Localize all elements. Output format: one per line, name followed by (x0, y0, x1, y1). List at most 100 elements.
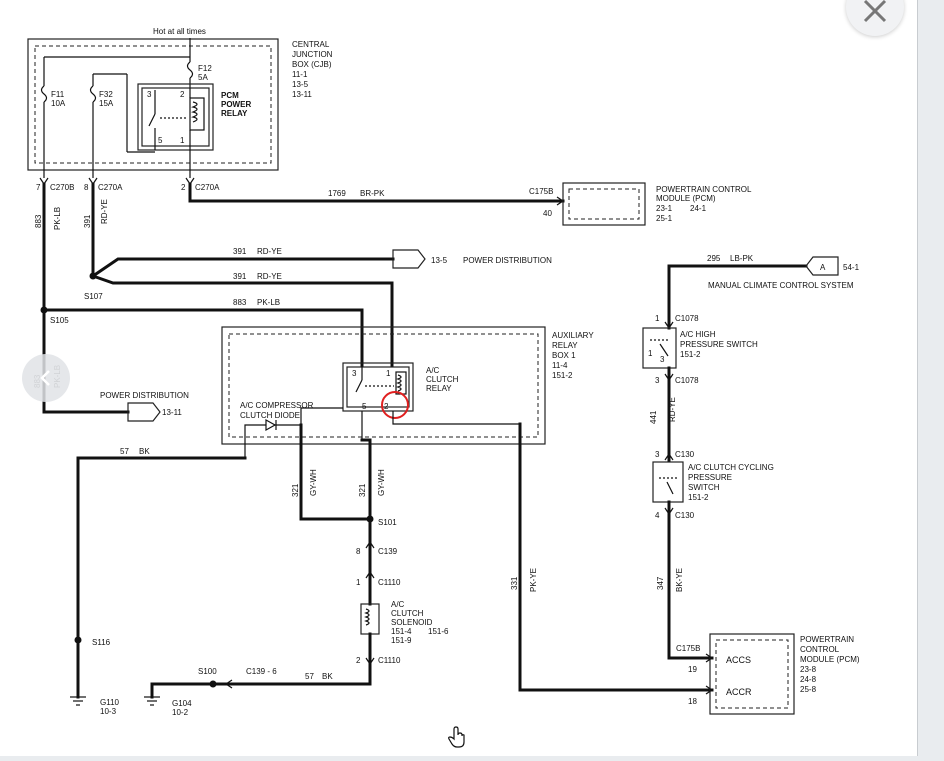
svg-text:RD-YE: RD-YE (257, 247, 282, 256)
svg-text:295: 295 (707, 254, 721, 263)
cjb-inner-box (34, 45, 272, 164)
pcm-module-top: POWERTRAIN CONTROL MODULE (PCM) 23-1 24-… (562, 182, 752, 226)
svg-text:3: 3 (655, 376, 660, 385)
svg-text:A/C: A/C (391, 600, 405, 609)
svg-text:RELAY: RELAY (426, 384, 452, 393)
svg-text:F12: F12 (198, 64, 212, 73)
svg-text:5: 5 (158, 136, 163, 145)
svg-text:3: 3 (352, 369, 357, 378)
svg-text:10-2: 10-2 (172, 708, 189, 717)
climate-connector (805, 256, 839, 276)
svg-text:GY-WH: GY-WH (309, 469, 318, 496)
svg-text:321: 321 (291, 483, 300, 497)
svg-text:CLUTCH: CLUTCH (391, 609, 424, 618)
svg-text:331: 331 (510, 576, 519, 590)
splice-s105 (40, 306, 48, 314)
svg-text:RD-YE: RD-YE (257, 272, 282, 281)
svg-text:CENTRAL: CENTRAL (292, 40, 330, 49)
splice-s107 (89, 272, 97, 280)
svg-text:JUNCTION: JUNCTION (292, 50, 333, 59)
svg-text:BOX 1: BOX 1 (552, 351, 576, 360)
svg-text:F32: F32 (99, 90, 113, 99)
svg-text:PK-LB: PK-LB (257, 298, 280, 307)
svg-text:S100: S100 (198, 667, 217, 676)
svg-text:8: 8 (84, 183, 89, 192)
svg-text:PRESSURE SWITCH: PRESSURE SWITCH (680, 340, 758, 349)
svg-text:23-1: 23-1 (656, 204, 673, 213)
wire-57-bk-ground (150, 682, 372, 699)
svg-text:57: 57 (305, 672, 314, 681)
svg-text:C139: C139 (378, 547, 398, 556)
svg-text:A/C: A/C (426, 366, 440, 375)
wire-57-bk (76, 456, 247, 642)
previous-image-button[interactable] (22, 354, 70, 402)
central-junction-box: Hot at all times CENTRAL JUNCTION BOX (C… (27, 27, 333, 178)
svg-text:2: 2 (356, 656, 361, 665)
highlight-circle (381, 391, 409, 419)
svg-text:5: 5 (362, 402, 367, 411)
ac-clutch-solenoid (360, 603, 380, 635)
svg-text:C1110: C1110 (378, 578, 401, 587)
wire-347 (667, 500, 714, 660)
svg-text:POWER DISTRIBUTION: POWER DISTRIBUTION (100, 391, 189, 400)
splice-s100 (209, 680, 217, 688)
wiring-diagram-sheet: Hot at all times CENTRAL JUNCTION BOX (C… (0, 0, 918, 756)
svg-text:C270B: C270B (50, 183, 74, 192)
close-icon (863, 0, 887, 23)
svg-text:4: 4 (655, 511, 660, 520)
svg-text:RD-YE: RD-YE (100, 199, 109, 224)
svg-text:AUXILIARY: AUXILIARY (552, 331, 594, 340)
svg-text:883: 883 (233, 298, 247, 307)
svg-text:25-1: 25-1 (656, 214, 673, 223)
wire-321-b (360, 438, 372, 521)
svg-text:391: 391 (83, 214, 92, 228)
svg-text:A/C COMPRESSOR: A/C COMPRESSOR (240, 401, 314, 410)
svg-text:3: 3 (147, 90, 152, 99)
svg-text:13-5: 13-5 (431, 256, 448, 265)
svg-text:151-9: 151-9 (391, 636, 412, 645)
ac-high-pressure-switch (642, 327, 677, 369)
svg-text:A/C HIGH: A/C HIGH (680, 330, 716, 339)
svg-text:C270A: C270A (98, 183, 123, 192)
svg-text:MODULE (PCM): MODULE (PCM) (800, 655, 860, 664)
svg-text:BK-YE: BK-YE (675, 568, 684, 592)
svg-text:GY-WH: GY-WH (377, 469, 386, 496)
svg-text:54-1: 54-1 (843, 263, 860, 272)
svg-text:C175B: C175B (529, 187, 553, 196)
hand-pointer-icon (448, 726, 466, 753)
svg-text:S105: S105 (50, 316, 69, 325)
arrow-left-icon (40, 370, 50, 386)
wire-295 (667, 264, 808, 330)
ground-g110: G110 10-3 (70, 696, 120, 716)
svg-text:8: 8 (356, 547, 361, 556)
wire-883-relay (42, 308, 364, 367)
svg-text:POWERTRAIN: POWERTRAIN (800, 635, 854, 644)
svg-text:C130: C130 (675, 450, 695, 459)
svg-text:BK: BK (139, 447, 150, 456)
climate-switch-circuit: 295 LB-PK A 54-1 MANUAL CLIMATE CONTROL … (642, 254, 860, 660)
svg-text:CLUTCH: CLUTCH (426, 375, 459, 384)
cjb-connectors: 7 C270B 8 C270A 2 C270A (36, 177, 220, 192)
power-dist-connector-1 (392, 249, 426, 269)
svg-text:C130: C130 (675, 511, 695, 520)
svg-text:11-1: 11-1 (292, 70, 308, 79)
svg-text:883: 883 (34, 214, 43, 228)
ground-g104: G104 10-2 (144, 696, 192, 717)
svg-text:RD-YE: RD-YE (668, 397, 677, 422)
svg-text:C1078: C1078 (675, 376, 699, 385)
svg-text:10-3: 10-3 (100, 707, 117, 716)
svg-text:ACCR: ACCR (726, 687, 752, 697)
pcm-module-bottom: C175B 19 18 ACCS ACCR POWERTRAIN CONTROL… (676, 633, 860, 715)
svg-text:RELAY: RELAY (221, 109, 248, 118)
svg-text:LB-PK: LB-PK (730, 254, 754, 263)
fuse-f12 (186, 61, 194, 79)
fuse-f32 (89, 85, 97, 103)
svg-text:PK-LB: PK-LB (53, 207, 62, 230)
ac-clutch-relay (342, 362, 414, 412)
svg-text:347: 347 (656, 576, 665, 590)
svg-text:PK-YE: PK-YE (529, 568, 538, 592)
wire-391-relay (91, 274, 394, 367)
svg-text:10A: 10A (51, 99, 66, 108)
svg-text:391: 391 (233, 247, 247, 256)
svg-text:11-4: 11-4 (552, 361, 568, 370)
